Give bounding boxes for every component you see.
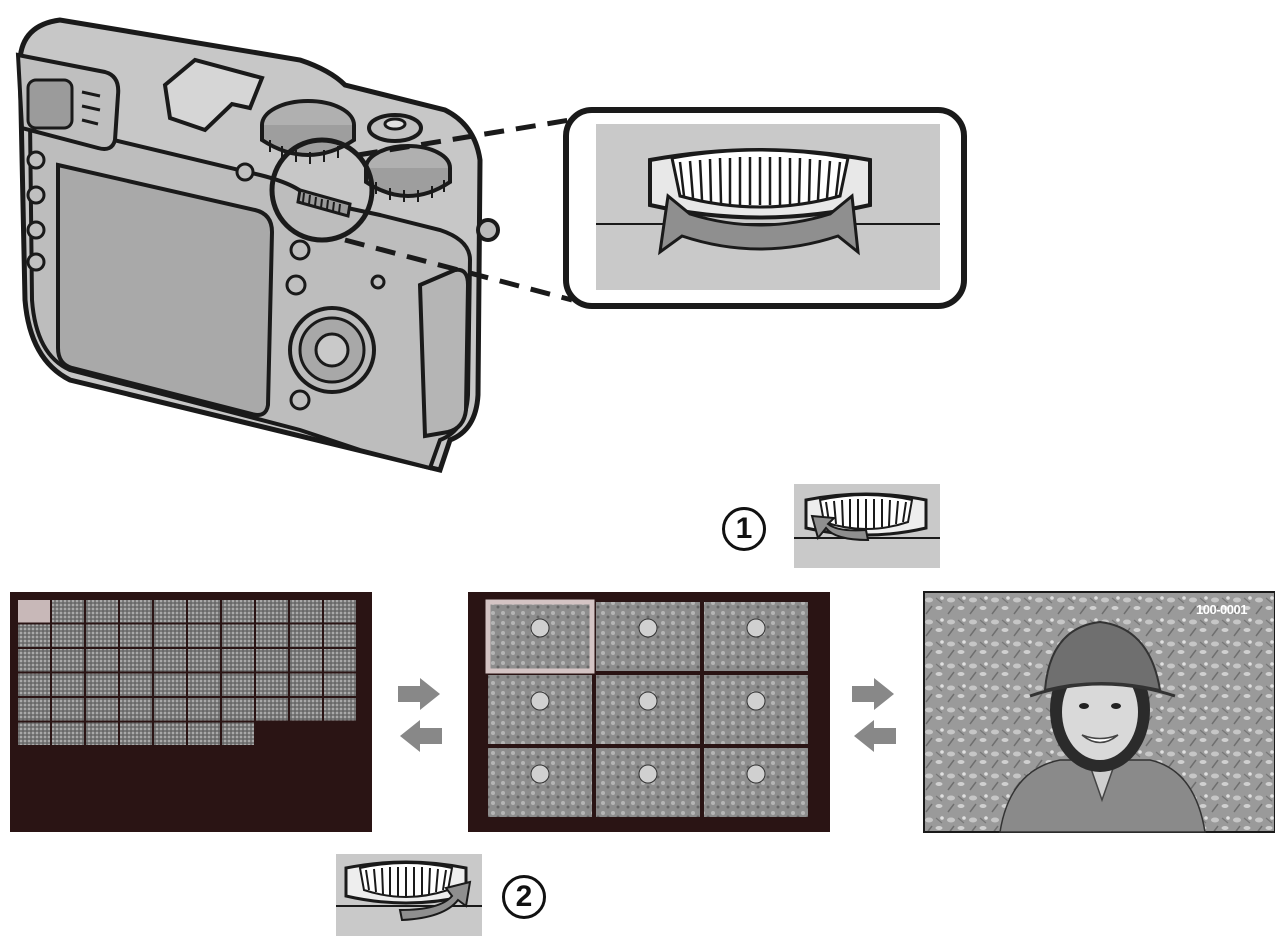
- thumbnail: [154, 600, 186, 623]
- shutter-button: [369, 115, 421, 141]
- thumbnail: [120, 698, 152, 721]
- step-1-badge: 1: [722, 507, 766, 551]
- command-dial-icon: [336, 854, 482, 936]
- thumbnail: [18, 723, 50, 746]
- thumbnail: [222, 600, 254, 623]
- thumbnail-figure: [639, 619, 657, 637]
- selector-pad: [290, 308, 374, 392]
- thumbnail: [222, 723, 254, 746]
- thumbnail-figure: [639, 692, 657, 710]
- thumbnail: [222, 649, 254, 672]
- forward-arrow-icon: [852, 678, 894, 710]
- forward-arrow-icon: [398, 678, 440, 710]
- thumbnail: [324, 600, 356, 623]
- thumbnail: [154, 674, 186, 697]
- thumbnail: [120, 649, 152, 672]
- thumbnail: [86, 674, 118, 697]
- thumbnail: [290, 674, 322, 697]
- thumbnail: [188, 723, 220, 746]
- frame-number-label: 100-0001: [1196, 602, 1247, 617]
- camera-illustration: [18, 20, 498, 470]
- thumbnail: [256, 674, 288, 697]
- thumbnail: [154, 649, 186, 672]
- thumbnail: [120, 625, 152, 648]
- nine-frame-index-view: [468, 592, 830, 832]
- thumbnail: [18, 698, 50, 721]
- thumbnail: [256, 698, 288, 721]
- back-arrow-icon: [400, 720, 442, 752]
- thumbnail: [86, 723, 118, 746]
- thumbnail: [86, 649, 118, 672]
- thumbnail: [18, 674, 50, 697]
- thumbnail: [222, 625, 254, 648]
- thumbnail: [324, 698, 356, 721]
- thumbnail-figure: [531, 692, 549, 710]
- thumbnail: [324, 625, 356, 648]
- thumbnail: [222, 698, 254, 721]
- thumbnail: [86, 625, 118, 648]
- thumbnail: [256, 649, 288, 672]
- thumbnail: [188, 625, 220, 648]
- thumbnail-figure: [747, 619, 765, 637]
- thumbnail: [86, 698, 118, 721]
- back-arrow-icon: [854, 720, 896, 752]
- thumbnail: [188, 600, 220, 623]
- thumbnail: [188, 674, 220, 697]
- thumbnail: [256, 625, 288, 648]
- thumbnail-figure: [747, 765, 765, 783]
- strap-lug: [478, 220, 498, 240]
- thumbnail: [188, 649, 220, 672]
- thumbnail: [52, 723, 84, 746]
- thumbnail: [120, 600, 152, 623]
- thumbnail: [188, 698, 220, 721]
- thumbnail: [290, 649, 322, 672]
- thumbnail: [120, 723, 152, 746]
- dial-callout: [566, 110, 964, 306]
- thumbnail: [52, 674, 84, 697]
- thumbnail-figure: [639, 765, 657, 783]
- thumbnail: [52, 649, 84, 672]
- thumbnail: [290, 625, 322, 648]
- thumbnail: [154, 625, 186, 648]
- thumbnail-figure: [531, 619, 549, 637]
- thumbnail: [222, 674, 254, 697]
- thumbnail: [154, 698, 186, 721]
- thumbnail: [324, 649, 356, 672]
- thumbnail-figure: [747, 692, 765, 710]
- thumbnail-figure: [531, 765, 549, 783]
- thumbnail: [86, 600, 118, 623]
- thumbnail: [290, 600, 322, 623]
- thumbnail: [154, 723, 186, 746]
- full-frame-view: [924, 592, 1275, 832]
- thumbnail: [18, 600, 50, 623]
- step-2-badge: 2: [502, 875, 546, 919]
- thumbnail: [120, 674, 152, 697]
- thumbnail: [18, 625, 50, 648]
- command-dial-icon: [794, 484, 940, 568]
- thumbnail: [52, 698, 84, 721]
- hundred-frame-index-view: [10, 592, 372, 832]
- thumbnail: [324, 674, 356, 697]
- thumbnail: [18, 649, 50, 672]
- thumbnail: [256, 600, 288, 623]
- thumbnail: [52, 625, 84, 648]
- thumbnail: [290, 698, 322, 721]
- thumbnail: [52, 600, 84, 623]
